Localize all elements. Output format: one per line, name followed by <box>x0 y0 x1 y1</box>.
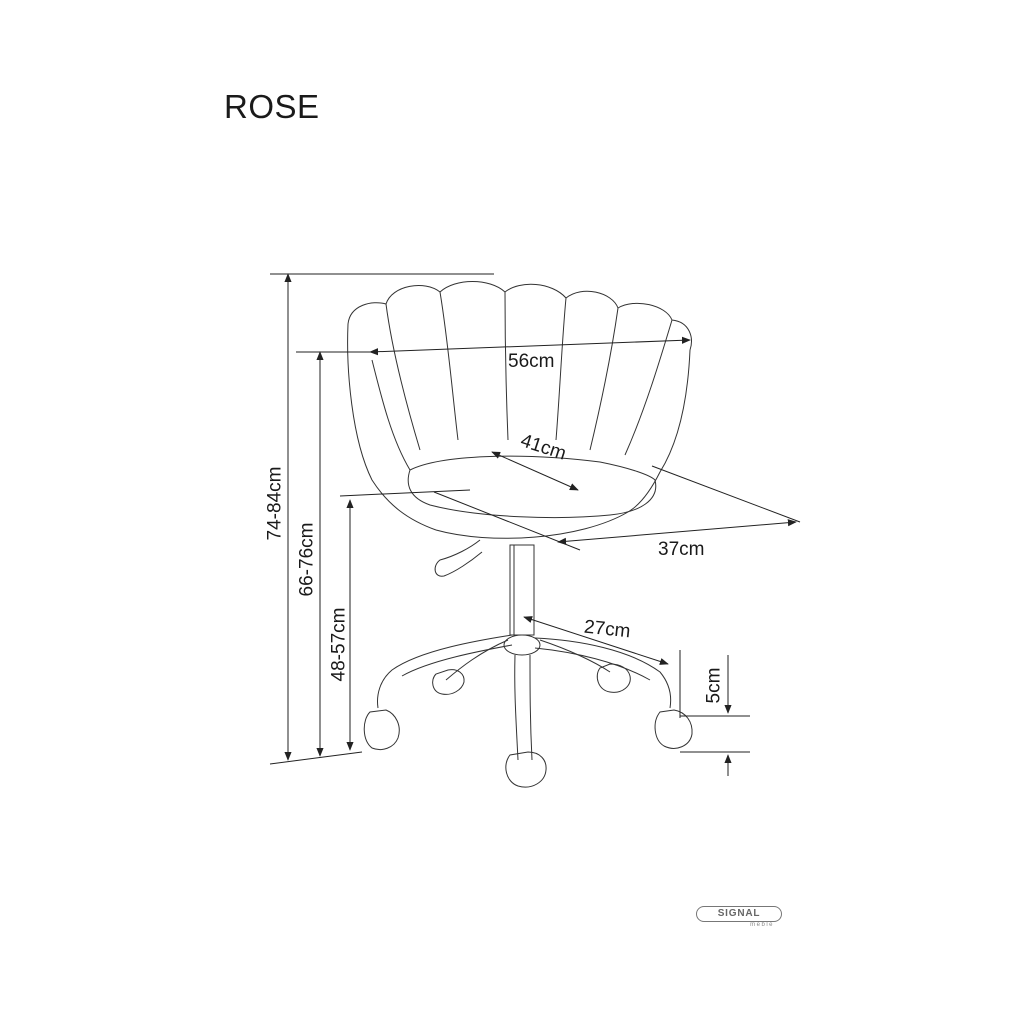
depth-extension-back <box>651 465 801 523</box>
base-leg-left <box>377 634 513 709</box>
width-line <box>369 336 691 356</box>
caster-front <box>505 751 547 788</box>
seat-height-extension <box>339 489 471 497</box>
logo-brand: SIGNAL <box>696 906 782 922</box>
depth-line <box>557 519 797 545</box>
shell-right <box>627 349 691 513</box>
product-title: ROSE <box>224 88 320 125</box>
caster-back-left <box>432 669 465 695</box>
depth-extension-front <box>433 491 581 551</box>
caster-left <box>363 709 400 751</box>
arm-height-label: 66-76cm <box>296 522 318 597</box>
dimension-lines <box>269 273 801 776</box>
seat-height-label: 48-57cm <box>328 607 350 682</box>
backrest-top <box>347 281 692 351</box>
signal-logo: SIGNAL meble <box>696 906 782 932</box>
depth-label: 37cm <box>658 539 705 560</box>
logo-sub: meble <box>750 922 774 928</box>
base-leg-right <box>534 637 672 709</box>
total-height-extension-bottom <box>269 751 363 765</box>
seat-cushion <box>407 455 657 518</box>
base-radius-line <box>523 616 669 665</box>
base-leg-back-right <box>539 639 611 673</box>
shell-inner-left <box>371 359 411 471</box>
base-leg-back-left <box>445 639 509 681</box>
caster-height-label: 5cm <box>703 667 725 704</box>
gas-lever <box>434 539 483 577</box>
shell-left <box>347 323 437 531</box>
base-leg-front <box>514 654 519 761</box>
chair-outline <box>347 281 693 788</box>
width-label: 56cm <box>508 351 555 372</box>
total-height-label: 74-84cm <box>264 466 286 541</box>
seat-depth-line <box>491 451 579 491</box>
caster-back-right <box>596 663 631 693</box>
base-radius-label: 27cm <box>583 616 632 643</box>
